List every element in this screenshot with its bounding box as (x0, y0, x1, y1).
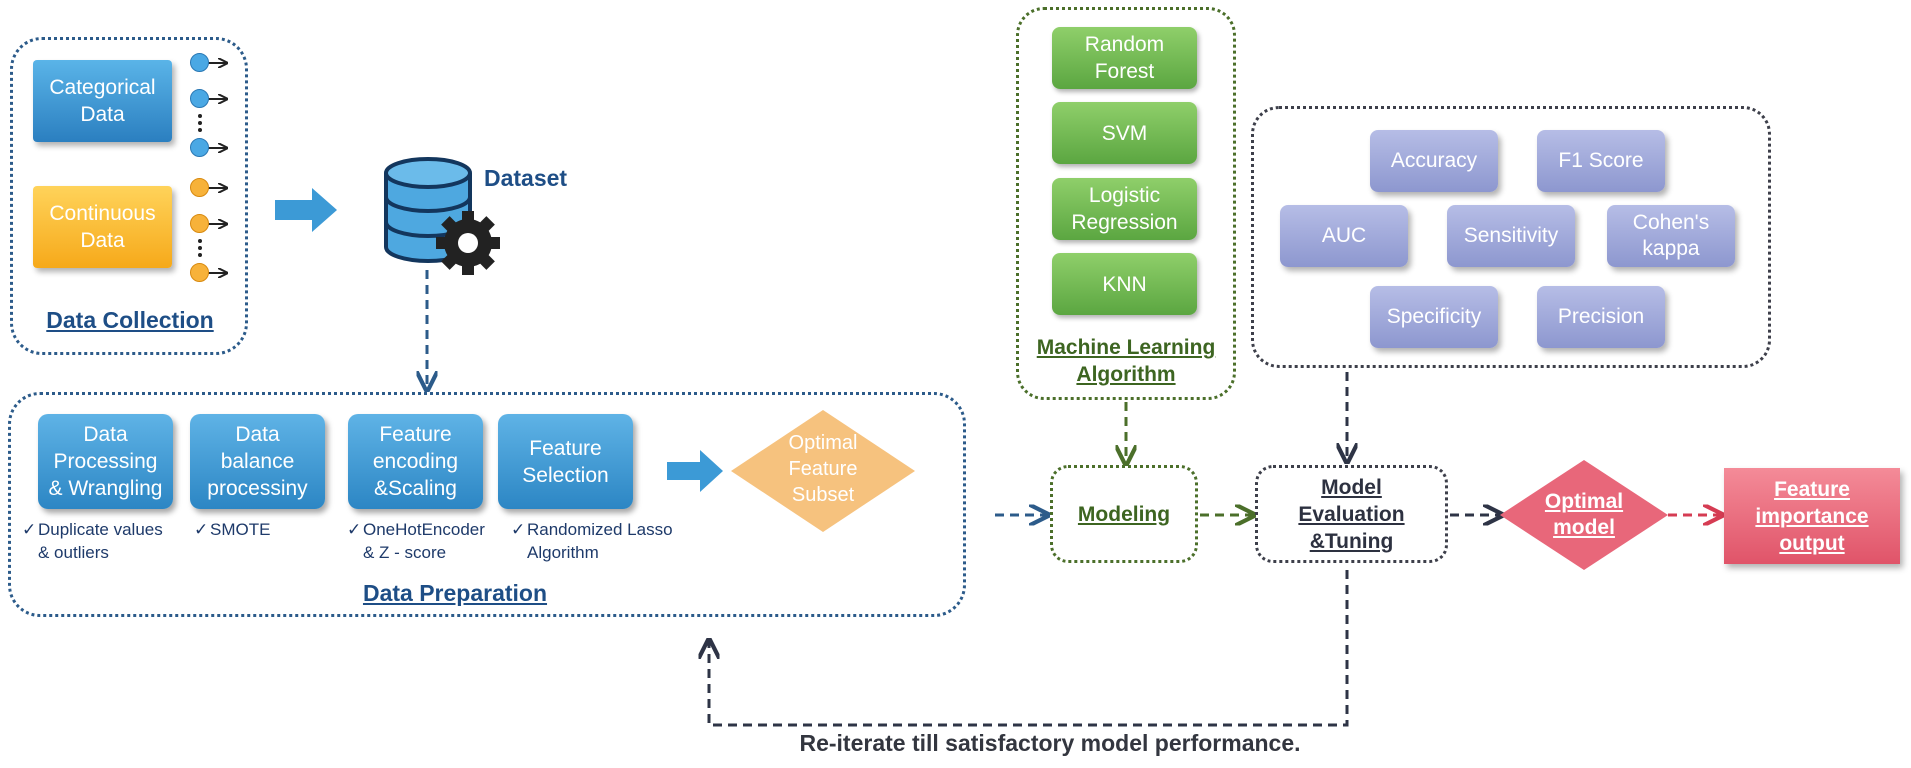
prep-step-note-text: SMOTE (210, 520, 271, 539)
optimal-subset-diamond (731, 410, 915, 532)
ml-algorithm-box: SVM (1052, 102, 1197, 164)
metric-box: Accuracy (1370, 130, 1498, 192)
metric-box: F1 Score (1537, 130, 1665, 192)
check-icon: ✓ (22, 520, 37, 539)
collection-to-dataset-arrow (275, 188, 337, 232)
metric-box: Precision (1537, 286, 1665, 348)
database-gear-icon (384, 157, 500, 275)
continuous-data-box: Continuous Data (33, 186, 172, 268)
prep-step-box: Data balance processiny (190, 414, 325, 509)
collection-ellipsis (198, 114, 202, 257)
prep-step-note-text: Randomized Lasso Algorithm (527, 520, 673, 562)
modeling-box: Modeling (1050, 465, 1198, 563)
continuous-dot (190, 178, 209, 197)
data-preparation-group (8, 392, 966, 617)
data-collection-group (10, 37, 248, 355)
prep-step-note-text: OneHotEncoder & Z - score (363, 520, 485, 562)
categorical-data-box: Categorical Data (33, 60, 172, 142)
metric-box: Cohen's kappa (1607, 205, 1735, 267)
prep-step-box: Feature encoding &Scaling (348, 414, 483, 509)
prep-step-note: ✓ OneHotEncoder & Z - score (347, 518, 507, 564)
metric-box: AUC (1280, 205, 1408, 267)
feature-importance-output-box: Feature importance output (1724, 468, 1900, 564)
dataset-label: Dataset (484, 165, 568, 191)
continuous-dot (190, 263, 209, 282)
ml-algorithm-box: Random Forest (1052, 27, 1197, 89)
ml-algorithm-title: Machine Learning Algorithm (1036, 336, 1216, 386)
continuous-dot (190, 214, 209, 233)
prep-step-box: Data Processing & Wrangling (38, 414, 173, 509)
selection-to-subset-arrow (667, 450, 723, 492)
prep-step-note: ✓ Randomized Lasso Algorithm (511, 518, 691, 564)
check-icon: ✓ (194, 520, 209, 539)
model-evaluation-label: Model Evaluation &Tuning (1298, 475, 1405, 553)
metrics-group (1251, 106, 1771, 368)
prep-step-note: ✓ Duplicate values & outliers (22, 518, 192, 564)
data-collection-title: Data Collection (46, 307, 214, 333)
data-preparation-title: Data Preparation (362, 580, 548, 606)
optimal-model-label: Optimal model (1544, 490, 1624, 539)
categorical-dot (190, 138, 209, 157)
check-icon: ✓ (511, 520, 526, 539)
ml-algorithm-group (1016, 7, 1236, 400)
prep-step-box: Feature Selection (498, 414, 633, 509)
ml-algorithm-box: KNN (1052, 253, 1197, 315)
check-icon: ✓ (347, 520, 362, 539)
categorical-dot (190, 89, 209, 108)
optimal-subset-label: Optimal Feature Subset (788, 432, 858, 506)
optimal-model-diamond (1500, 460, 1668, 570)
metric-box: Specificity (1370, 286, 1498, 348)
model-evaluation-box: Model Evaluation &Tuning (1255, 465, 1448, 563)
categorical-dot (190, 53, 209, 72)
metric-box: Sensitivity (1447, 205, 1575, 267)
reiterate-loop-arrow (709, 570, 1349, 727)
reiterate-caption: Re-iterate till satisfactory model perfo… (799, 730, 1301, 756)
prep-step-note: ✓ SMOTE (194, 518, 334, 541)
prep-step-note-text: Duplicate values & outliers (38, 520, 163, 562)
ml-algorithm-box: Logistic Regression (1052, 178, 1197, 240)
modeling-label: Modeling (1077, 502, 1171, 526)
